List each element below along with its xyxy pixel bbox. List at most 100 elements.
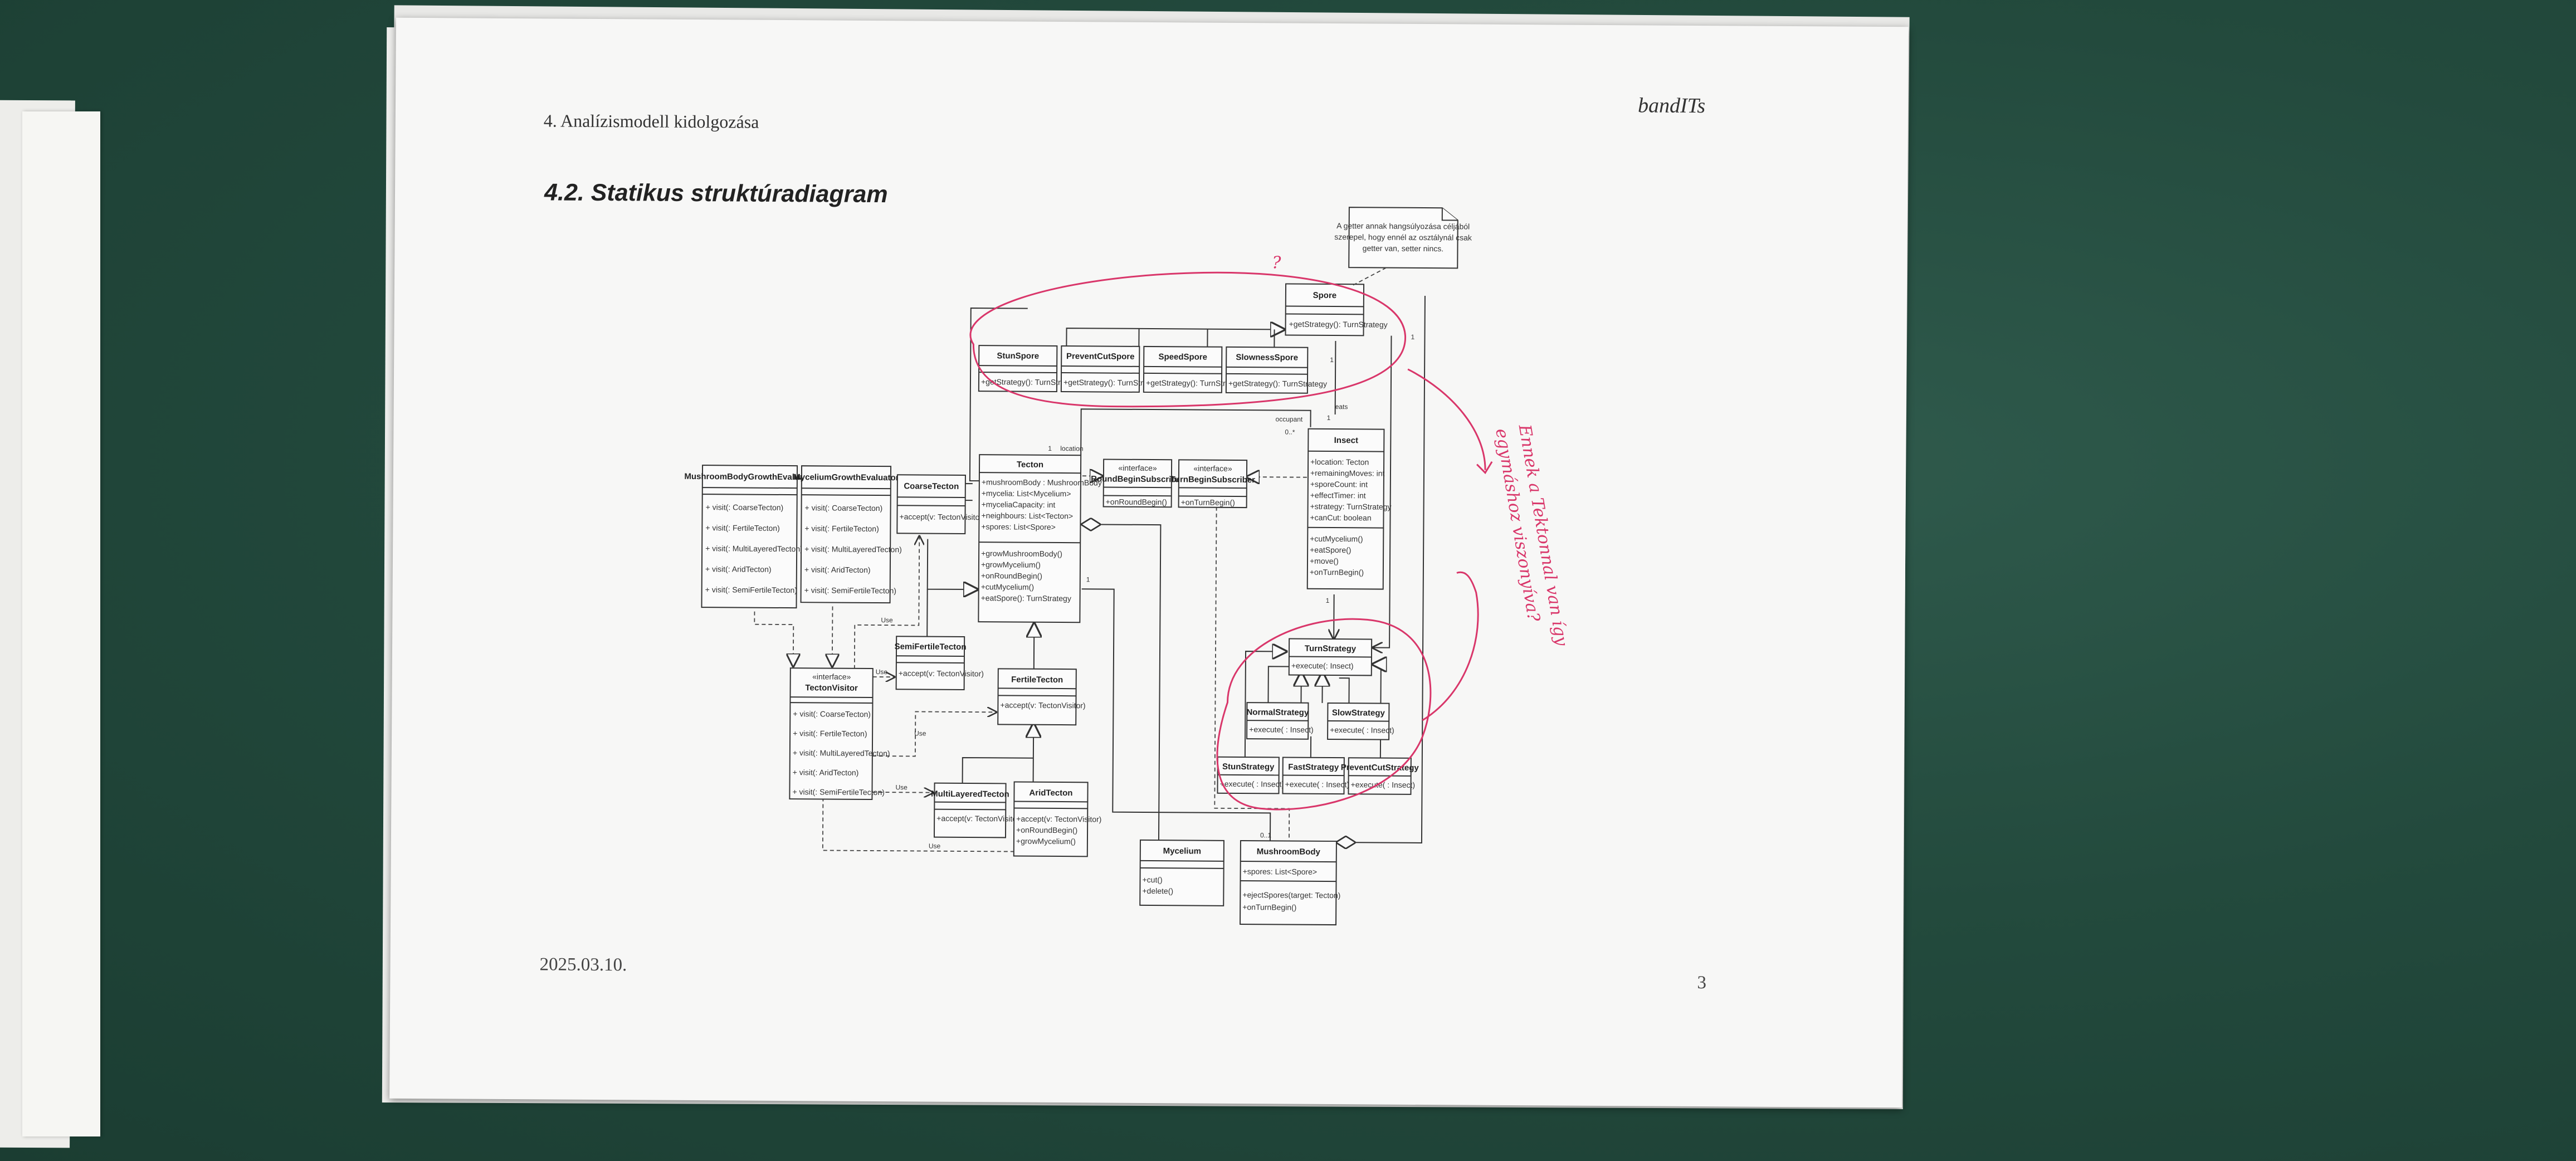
class-member: +getStrategy(): TurnStrategy [981, 377, 1080, 387]
class-attribute: +spores: List<Spore> [981, 522, 1056, 531]
getter-note: A getter annak hangsúlyozása céljából sz… [1334, 207, 1472, 269]
class-member: +delete() [1142, 886, 1173, 895]
generalization-line [1034, 623, 1035, 669]
class-name: MushroomBodyGrowthEvaluator [684, 472, 815, 482]
class-semi-fertile-tecton: SemiFertileTecton +accept(v: TectonVisit… [895, 636, 984, 690]
class-name: SpeedSpore [1158, 352, 1207, 362]
class-prevent-cut-spore: PreventCutSpore +getStrategy(): TurnStra… [1060, 345, 1162, 393]
use-label: Use [914, 729, 926, 737]
pen-arrow-head [1476, 461, 1493, 475]
class-member: +accept(v: TectonVisitor) [899, 512, 984, 521]
class-method: +cutMycelium() [981, 582, 1034, 592]
class-tecton-visitor: «interface» TectonVisitor + visit(: Coar… [789, 667, 890, 800]
class-mycelium-growth-evaluator: MyceliumGrowthEvaluator + visit(: Coarse… [793, 465, 902, 604]
class-name: Spore [1313, 291, 1337, 300]
class-arid-tecton: AridTecton +accept(v: TectonVisitor) +on… [1013, 781, 1101, 857]
class-name: SemiFertileTecton [895, 642, 967, 652]
class-member: +execute( : Insect) [1249, 725, 1314, 734]
pen-circle-strategies [1216, 618, 1432, 811]
role-label-eats: eats [1335, 403, 1348, 411]
class-name: TurnBeginSubscriber [1170, 475, 1256, 485]
class-stun-spore: StunSpore +getStrategy(): TurnStrategy [978, 345, 1080, 392]
class-method: +eatSpore() [1310, 545, 1351, 554]
relation-labels: 1 location occupant 0..* 1 eats 1 1 1 1 … [876, 333, 1415, 850]
class-member: + visit(: SemiFertileTecton) [804, 586, 896, 595]
class-stun-strategy: StunStrategy +execute( : Insect) [1217, 756, 1284, 794]
class-name: StunSpore [997, 351, 1039, 360]
class-member: + visit(: MultiLayeredTecton) [793, 748, 890, 758]
class-prevent-cut-strategy: PreventCutStrategy +execute( : Insect) [1341, 757, 1419, 795]
class-member: +execute( : Insect) [1351, 780, 1416, 789]
class-method: +eatSpore(): TurnStrategy [981, 593, 1071, 603]
class-tecton: Tecton +mushroomBody : MushroomBody +myc… [978, 454, 1102, 623]
class-multi-layered-tecton: MultiLayeredTecton +accept(v: TectonVisi… [931, 782, 1022, 838]
class-name: TurnStrategy [1305, 644, 1357, 654]
class-attribute: +remainingMoves: int [1310, 469, 1385, 478]
class-name: FastStrategy [1288, 763, 1339, 773]
class-name: SlownessSpore [1236, 353, 1298, 363]
class-attribute: +mushroomBody : MushroomBody [982, 477, 1102, 487]
class-member: + visit(: FertileTecton) [793, 729, 867, 738]
class-name: PreventCutStrategy [1341, 763, 1419, 773]
generalization-line [1066, 328, 1284, 347]
class-member: +accept(v: TectonVisitor) [936, 814, 1022, 823]
multiplicity-label: 0..1 [1260, 831, 1271, 839]
class-method: +cutMycelium() [1310, 534, 1363, 544]
class-member: +onTurnBegin() [1181, 497, 1235, 507]
class-name: PreventCutSpore [1066, 352, 1135, 362]
class-member: + visit(: MultiLayeredTecton) [705, 544, 803, 553]
class-attribute: +location: Tecton [1310, 457, 1369, 467]
class-insect: Insect +location: Tecton +remainingMoves… [1306, 428, 1392, 590]
class-name: RoundBeginSubscriber [1091, 474, 1184, 484]
class-member: +accept(v: TectonVisitor) [1000, 700, 1085, 710]
class-member: + visit(: CoarseTecton) [793, 709, 871, 719]
association-line [1081, 588, 1271, 841]
class-method: +onTurnBegin() [1242, 903, 1296, 912]
association-line [1373, 335, 1392, 647]
class-member: + visit(: SemiFertileTecton) [705, 585, 797, 594]
class-attribute: +effectTimer: int [1310, 491, 1366, 500]
class-mushroom-body-growth-evaluator: MushroomBodyGrowthEvaluator + visit(: Co… [684, 465, 816, 609]
diagram-connectors [754, 296, 1426, 852]
class-attribute: +myceliaCapacity: int [982, 500, 1056, 509]
class-mushroom-body: MushroomBody +spores: List<Spore> +eject… [1240, 840, 1340, 926]
class-name: Insect [1334, 436, 1358, 445]
class-member: + visit(: CoarseTecton) [706, 503, 784, 512]
use-dependency [853, 536, 920, 689]
realization-line [1214, 493, 1290, 841]
class-name: Mycelium [1163, 846, 1201, 856]
class-method: +ejectSpores(target: Tecton) [1242, 890, 1340, 900]
class-stereotype: «interface» [812, 672, 851, 681]
class-name: StunStrategy [1222, 762, 1275, 772]
use-dependency [822, 797, 1066, 852]
pen-circle-spores [969, 271, 1407, 408]
class-member: + visit(: SemiFertileTecton) [792, 787, 884, 797]
side-paper-left-front [22, 111, 100, 1136]
class-name: SlowStrategy [1332, 708, 1385, 718]
class-attribute: +sporeCount: int [1310, 480, 1368, 489]
realization-line [754, 611, 794, 666]
generalization-line [1339, 677, 1350, 704]
multiplicity-label: 1 [1411, 333, 1414, 341]
use-dependency [872, 711, 996, 757]
class-method: +move() [1310, 557, 1339, 565]
generalization-line [1267, 666, 1289, 703]
class-member: +execute(: Insect) [1291, 661, 1354, 671]
class-member: + visit(: AridTecton) [804, 565, 871, 574]
aggregation-line [1080, 524, 1162, 841]
note-line: szerepel, hogy ennél az osztálynál csak [1334, 232, 1472, 242]
generalization-line [926, 589, 928, 638]
class-name: MultiLayeredTecton [931, 789, 1009, 799]
class-name: FertileTecton [1011, 675, 1063, 685]
generalization-line [962, 757, 1033, 784]
class-member: + visit(: CoarseTecton) [805, 503, 883, 513]
use-label: Use [881, 616, 893, 624]
role-label-occupant: occupant [1276, 415, 1303, 423]
document-page: 4. Analízismodell kidolgozása bandITs 4.… [389, 17, 1909, 1108]
multiplicity-label: 0..* [1285, 428, 1295, 436]
class-member: +accept(v: TectonVisitor) [899, 669, 984, 678]
association-line [1334, 341, 1336, 415]
generalization-line [1033, 724, 1034, 782]
use-label: Use [929, 842, 941, 850]
pen-question-mark: ? [1272, 253, 1281, 272]
